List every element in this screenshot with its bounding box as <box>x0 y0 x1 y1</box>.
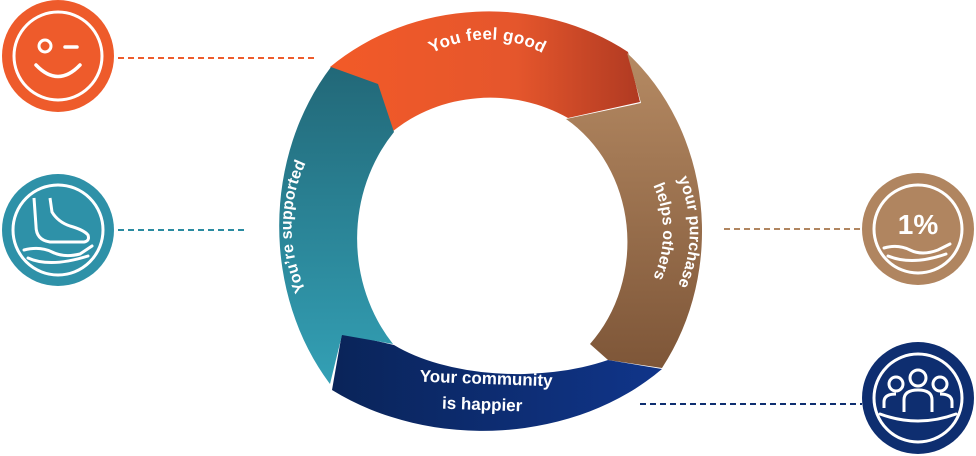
segment-you-feel-good <box>330 11 640 133</box>
one-percent-hand-icon: 1% <box>862 173 974 285</box>
segment-your-purchase <box>566 53 703 368</box>
smiley-wink-icon <box>2 0 114 112</box>
label-your-community-line2: is happier <box>442 394 523 416</box>
label-your-community-line1: Your community <box>419 367 553 391</box>
one-percent-text: 1% <box>898 209 939 240</box>
foot-in-hand-icon <box>2 174 114 286</box>
segment-your-community <box>332 333 662 431</box>
community-people-icon <box>862 342 974 454</box>
segment-youre-supported <box>279 67 394 384</box>
